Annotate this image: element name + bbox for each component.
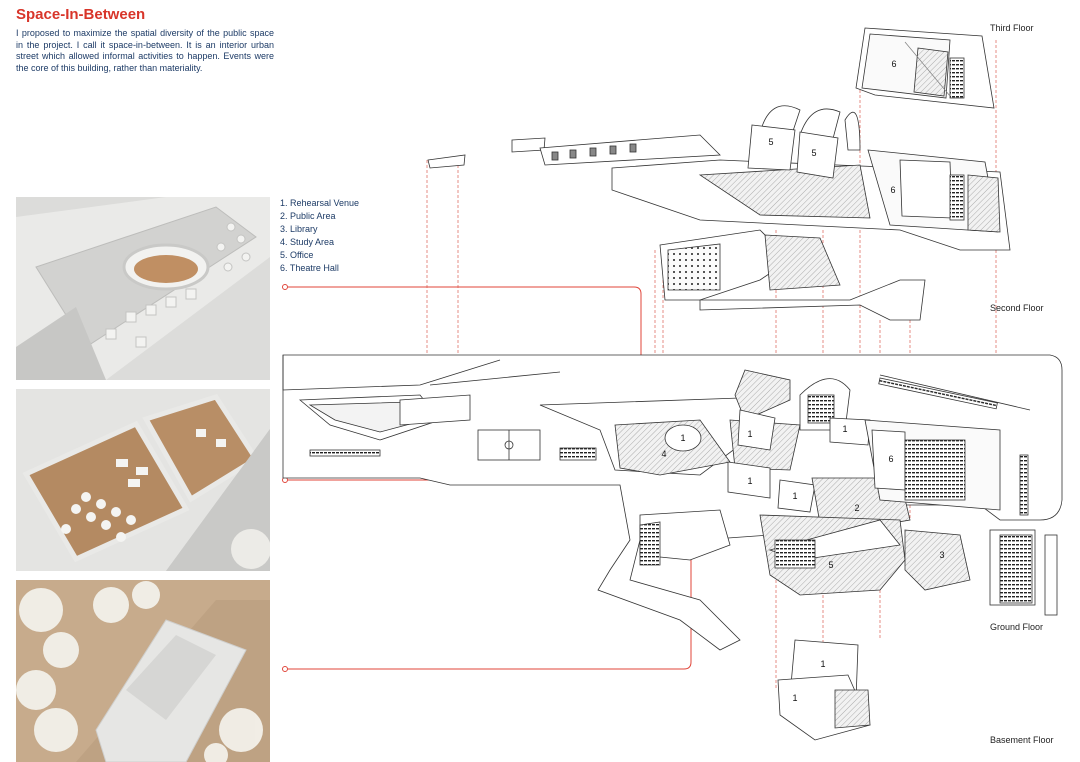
room-number: 6 <box>891 59 896 69</box>
room-number: 1 <box>747 429 752 439</box>
model-photo-rehearsal <box>16 197 270 380</box>
room-number: 3 <box>939 550 944 560</box>
room-number: 6 <box>888 454 893 464</box>
room-number: 5 <box>811 148 816 158</box>
ground-floor-plan <box>282 354 1063 651</box>
floor-label-ground: Ground Floor <box>990 622 1044 632</box>
floor-label-third: Third Floor <box>990 23 1034 33</box>
room-number: 6 <box>890 185 895 195</box>
room-number: 4 <box>661 449 666 459</box>
second-floor-plan <box>427 105 1011 321</box>
page-title: Space-In-Between <box>16 6 146 23</box>
legend-item: 4. Study Area <box>280 237 335 247</box>
legend-item: 6. Theatre Hall <box>280 263 339 273</box>
third-floor-plan <box>855 27 995 109</box>
model-photo-library <box>16 389 270 571</box>
legend-item: 3. Library <box>280 224 318 234</box>
floor-label-second: Second Floor <box>990 303 1044 313</box>
legend-item: 5. Office <box>280 250 314 260</box>
room-number: 1 <box>747 476 752 486</box>
intro-text: I proposed to maximize the spatial diver… <box>16 28 274 73</box>
room-number: 5 <box>768 137 773 147</box>
room-number: 2 <box>854 503 859 513</box>
basement-floor-plan <box>777 639 871 741</box>
legend-item: 1. Rehearsal Venue <box>280 198 360 208</box>
room-number: 5 <box>828 560 833 570</box>
room-number: 1 <box>792 491 797 501</box>
room-number: 1 <box>820 659 825 669</box>
room-legend: 1. Rehearsal Venue 2. Public Area 3. Lib… <box>280 197 359 275</box>
model-photo-exterior <box>16 580 270 762</box>
room-number: 1 <box>792 693 797 703</box>
room-number: 1 <box>842 424 847 434</box>
legend-item: 2. Public Area <box>280 211 336 221</box>
floor-label-basement: Basement Floor <box>990 735 1054 745</box>
room-number: 1 <box>680 433 685 443</box>
